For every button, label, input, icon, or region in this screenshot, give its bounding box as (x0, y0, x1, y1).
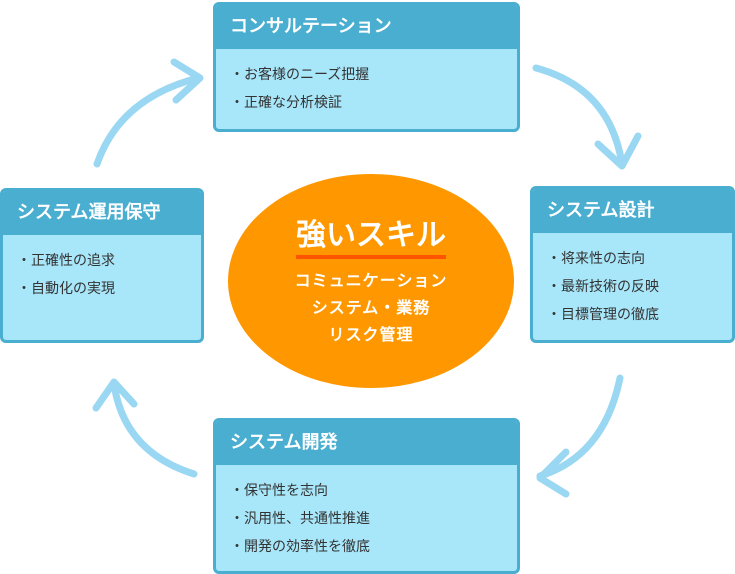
phase-card-design: システム設計 将来性の志向 最新技術の反映 目標管理の徹底 (530, 186, 735, 343)
center-title-text: 強いスキル (296, 218, 446, 259)
phase-items-development: 保守性を志向 汎用性、共通性推進 開発の効率性を徹底 (216, 465, 517, 561)
phase-item: 自動化の実現 (17, 275, 201, 303)
phase-title-operation: システム運用保守 (3, 191, 201, 235)
phase-item: 最新技術の反映 (547, 273, 732, 301)
phase-title-design: システム設計 (533, 189, 732, 233)
phase-item: 汎用性、共通性推進 (230, 505, 517, 533)
phase-items-design: 将来性の志向 最新技術の反映 目標管理の徹底 (533, 233, 732, 329)
arrow-consulting-to-design-icon (532, 64, 642, 170)
arrow-development-to-operation-icon (92, 378, 198, 478)
phase-item: 正確性の追求 (17, 247, 201, 275)
center-title: 強いスキル (228, 218, 514, 259)
phase-items-operation: 正確性の追求 自動化の実現 (3, 235, 201, 303)
phase-items-consulting: お客様のニーズ把握 正確な分析検証 (216, 49, 517, 117)
phase-item: 開発の効率性を徹底 (230, 533, 517, 561)
center-skills-ellipse: 強いスキル コミュニケーション システム・業務 リスク管理 (228, 174, 514, 388)
phase-item: 保守性を志向 (230, 477, 517, 505)
center-skill-item: リスク管理 (328, 325, 414, 344)
phase-title-consulting: コンサルテーション (216, 5, 517, 49)
arrow-operation-to-consulting-icon (93, 58, 204, 168)
phase-card-operation: システム運用保守 正確性の追求 自動化の実現 (0, 188, 204, 343)
phase-card-development: システム開発 保守性を志向 汎用性、共通性推進 開発の効率性を徹底 (213, 418, 520, 574)
phase-card-consulting: コンサルテーション お客様のニーズ把握 正確な分析検証 (213, 2, 520, 132)
phase-item: お客様のニーズ把握 (230, 61, 517, 89)
center-skill-item: システム・業務 (311, 298, 431, 317)
center-skill-item: コミュニケーション (294, 271, 448, 290)
center-skill-list: コミュニケーション システム・業務 リスク管理 (228, 267, 514, 348)
phase-item: 正確な分析検証 (230, 89, 517, 117)
phase-item: 目標管理の徹底 (547, 301, 732, 329)
phase-item: 将来性の志向 (547, 245, 732, 273)
arrow-design-to-development-icon (536, 374, 624, 498)
phase-title-development: システム開発 (216, 421, 517, 465)
